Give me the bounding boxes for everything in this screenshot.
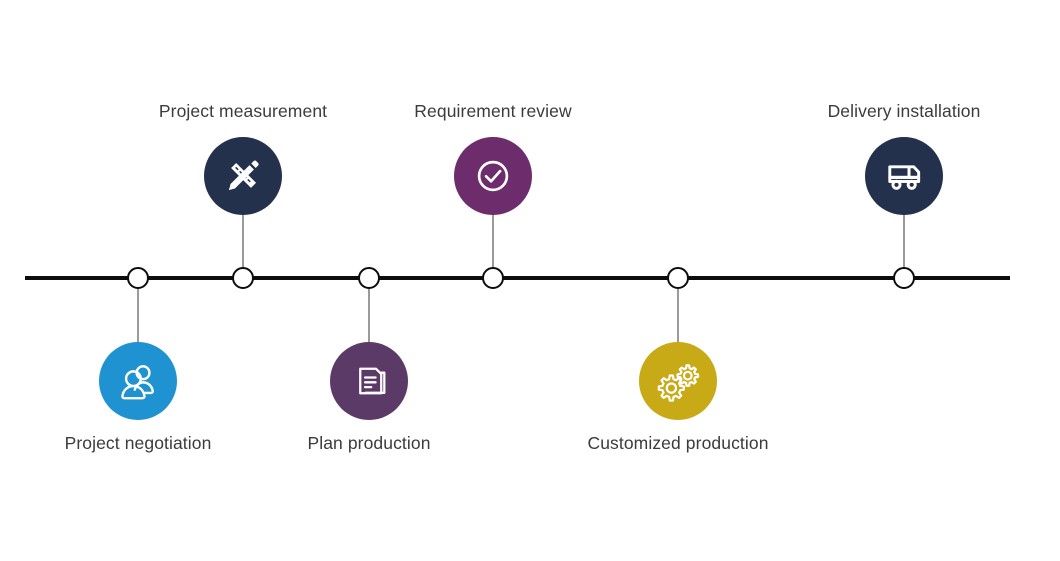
truck-icon: [882, 154, 926, 198]
connector-stem-2: [242, 215, 244, 268]
gears-icon: [655, 358, 701, 404]
step-icon-bubble-2[interactable]: [204, 137, 282, 215]
step-icon-bubble-6[interactable]: [865, 137, 943, 215]
step-icon-bubble-5[interactable]: [639, 342, 717, 420]
timeline-node-1[interactable]: [127, 267, 149, 289]
timeline-node-6[interactable]: [893, 267, 915, 289]
timeline-node-5[interactable]: [667, 267, 689, 289]
connector-stem-1: [137, 289, 139, 342]
connector-stem-6: [903, 215, 905, 268]
timeline-node-3[interactable]: [358, 267, 380, 289]
timeline-node-4[interactable]: [482, 267, 504, 289]
timeline-node-2[interactable]: [232, 267, 254, 289]
step-icon-bubble-1[interactable]: [99, 342, 177, 420]
step-icon-bubble-3[interactable]: [330, 342, 408, 420]
step-label-1: Project negotiation: [64, 433, 212, 453]
step-label-6: Delivery installation: [827, 101, 981, 121]
step-label-4: Requirement review: [414, 101, 572, 121]
timeline-axis: [25, 276, 1010, 280]
connector-stem-5: [677, 289, 679, 342]
step-label-5: Customized production: [587, 433, 769, 453]
connector-stem-4: [492, 215, 494, 268]
users-icon: [116, 359, 160, 403]
step-icon-bubble-4[interactable]: [454, 137, 532, 215]
check-circle-icon: [470, 153, 516, 199]
step-label-3: Plan production: [307, 433, 431, 453]
connector-stem-3: [368, 289, 370, 342]
pencil-ruler-icon: [220, 153, 266, 199]
documents-icon: [348, 360, 390, 402]
step-label-2: Project measurement: [158, 101, 328, 121]
